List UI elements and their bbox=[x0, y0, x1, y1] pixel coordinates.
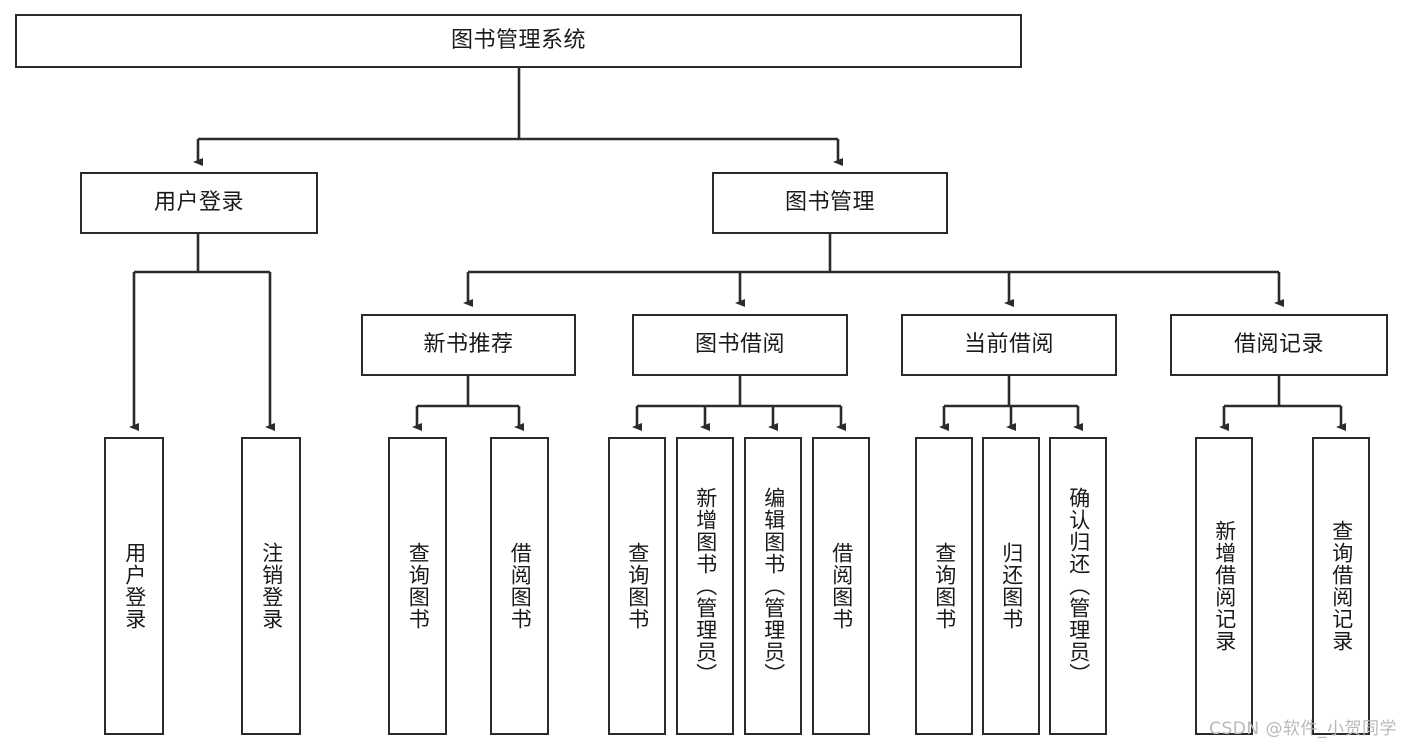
node-leaf-add-book-label: 新增图书（管理员） bbox=[693, 487, 718, 685]
node-leaf-borrow-book-1-label: 借阅图书 bbox=[508, 542, 533, 630]
node-book-borrow-label: 图书借阅 bbox=[694, 331, 785, 357]
node-leaf-user-login-label: 用户登录 bbox=[122, 542, 147, 630]
node-leaf-add-book[interactable]: 新增图书（管理员） bbox=[676, 437, 734, 735]
node-leaf-query-record[interactable]: 查询借阅记录 bbox=[1312, 437, 1370, 735]
node-new-book-recommend-label: 新书推荐 bbox=[423, 331, 514, 357]
node-leaf-query-book-1-label: 查询图书 bbox=[406, 542, 431, 630]
node-leaf-edit-book-label: 编辑图书（管理员） bbox=[761, 487, 786, 685]
node-leaf-query-record-label: 查询借阅记录 bbox=[1329, 520, 1354, 652]
node-new-book-recommend[interactable]: 新书推荐 bbox=[361, 314, 576, 376]
node-leaf-add-record[interactable]: 新增借阅记录 bbox=[1195, 437, 1253, 735]
node-user-login[interactable]: 用户登录 bbox=[80, 172, 318, 234]
node-root[interactable]: 图书管理系统 bbox=[15, 14, 1022, 68]
node-leaf-user-login[interactable]: 用户登录 bbox=[104, 437, 164, 735]
node-leaf-query-book-3[interactable]: 查询图书 bbox=[915, 437, 973, 735]
node-leaf-query-book-3-label: 查询图书 bbox=[932, 542, 957, 630]
node-leaf-confirm-return-label: 确认归还（管理员） bbox=[1066, 487, 1091, 685]
node-borrow-record-label: 借阅记录 bbox=[1233, 331, 1324, 357]
node-book-manage[interactable]: 图书管理 bbox=[712, 172, 948, 234]
node-user-login-label: 用户登录 bbox=[153, 189, 244, 215]
node-leaf-query-book-1[interactable]: 查询图书 bbox=[388, 437, 447, 735]
node-leaf-borrow-book-1[interactable]: 借阅图书 bbox=[490, 437, 549, 735]
node-leaf-return-book-label: 归还图书 bbox=[999, 542, 1024, 630]
node-leaf-borrow-book-2[interactable]: 借阅图书 bbox=[812, 437, 870, 735]
node-root-label: 图书管理系统 bbox=[450, 27, 586, 53]
node-leaf-logout[interactable]: 注销登录 bbox=[241, 437, 301, 735]
node-leaf-edit-book[interactable]: 编辑图书（管理员） bbox=[744, 437, 802, 735]
node-leaf-borrow-book-2-label: 借阅图书 bbox=[829, 542, 854, 630]
node-leaf-logout-label: 注销登录 bbox=[259, 542, 284, 630]
watermark-text: CSDN @软件_小贺同学 bbox=[1209, 719, 1397, 739]
node-leaf-confirm-return[interactable]: 确认归还（管理员） bbox=[1049, 437, 1107, 735]
node-book-manage-label: 图书管理 bbox=[784, 189, 875, 215]
node-book-borrow[interactable]: 图书借阅 bbox=[632, 314, 848, 376]
node-leaf-query-book-2-label: 查询图书 bbox=[625, 542, 650, 630]
node-current-borrow-label: 当前借阅 bbox=[963, 331, 1054, 357]
node-leaf-return-book[interactable]: 归还图书 bbox=[982, 437, 1040, 735]
node-leaf-query-book-2[interactable]: 查询图书 bbox=[608, 437, 666, 735]
node-leaf-add-record-label: 新增借阅记录 bbox=[1212, 520, 1237, 652]
node-borrow-record[interactable]: 借阅记录 bbox=[1170, 314, 1388, 376]
node-current-borrow[interactable]: 当前借阅 bbox=[901, 314, 1117, 376]
